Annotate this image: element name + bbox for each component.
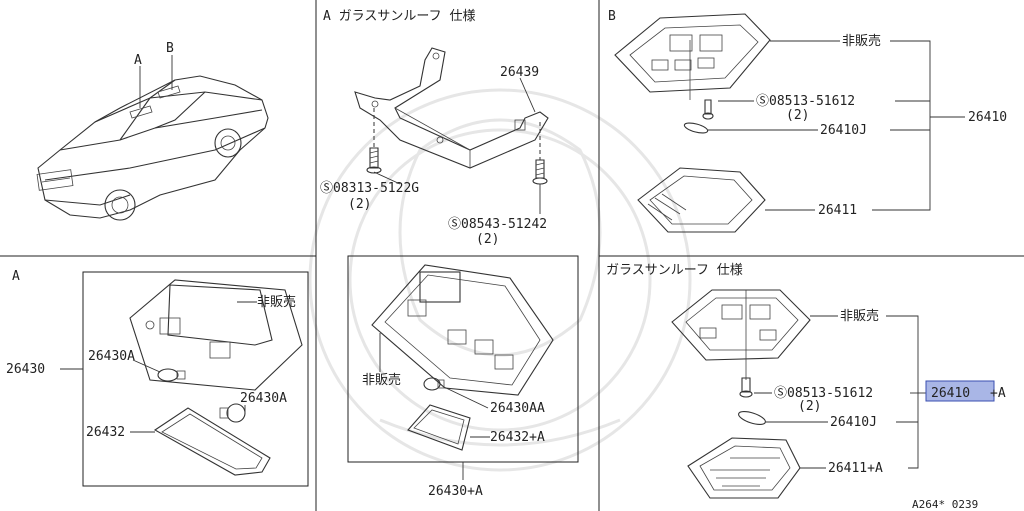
label-mark-b: B	[166, 41, 174, 56]
lens-26432	[153, 407, 271, 476]
assy-highlight[interactable]	[925, 380, 995, 402]
label-lens-26411a: 26411+A	[828, 461, 883, 476]
label-not-sold-b: 非販売	[842, 33, 881, 49]
lens-26432a	[407, 404, 471, 451]
assy-box-26430	[82, 271, 309, 487]
bulb-26410j-b	[683, 122, 709, 134]
screw-08513-sunroof	[739, 377, 753, 398]
label-screw-08513-b-qty: (2)	[786, 108, 809, 123]
label-lens-26432: 26432	[86, 425, 125, 440]
room-lamp-housing-a	[129, 279, 303, 391]
bolt-08313	[366, 147, 382, 174]
bulb-26430a-2	[219, 403, 246, 423]
label-screw-08513-sunroof-qty: (2)	[798, 399, 821, 414]
lens-26411	[637, 167, 766, 233]
bracket-26439	[354, 47, 549, 169]
bolt-08543	[532, 159, 548, 185]
label-screw-08513-b: Ⓢ08513-51612	[756, 94, 855, 109]
label-assy-26410: 26410	[968, 110, 1007, 125]
panel-title-a: A	[12, 269, 20, 284]
label-bulb-26410j-sunroof: 26410J	[830, 415, 877, 430]
footer-code: A264* 0239	[912, 498, 978, 511]
label-lens-26411: 26411	[818, 203, 857, 218]
screw-08513-b	[702, 99, 714, 120]
watermark-emblem	[308, 88, 692, 472]
label-not-sold-a: 非販売	[257, 294, 296, 310]
label-assy-26410-highlight[interactable]: 26410	[931, 386, 970, 401]
label-mark-a: A	[134, 53, 142, 68]
label-bolt-08543-qty: (2)	[476, 232, 499, 247]
label-bolt-08313-qty: (2)	[348, 197, 371, 212]
label-bolt-08313: Ⓢ08313-5122G	[320, 181, 419, 196]
label-screw-08513-sunroof: Ⓢ08513-51612	[774, 386, 873, 401]
map-lamp-housing-sunroof	[671, 289, 811, 380]
label-not-sold-sunroof-a: 非販売	[362, 372, 401, 388]
label-assy-26430a: 26430+A	[428, 484, 483, 499]
label-bulb-26430a-2: 26430A	[240, 391, 287, 406]
panel-title-b: B	[608, 9, 616, 24]
bulb-26430aa	[423, 377, 445, 391]
bulb-26410j-sunroof	[738, 411, 766, 425]
label-lens-26432a: 26432+A	[490, 430, 545, 445]
bulb-26430a-1	[157, 368, 186, 382]
label-bulb-26430a-1: 26430A	[88, 349, 135, 364]
map-lamp-housing-b	[614, 13, 771, 100]
car-illustration	[36, 55, 269, 221]
room-lamp-housing-sunroof	[371, 264, 554, 396]
label-bolt-08543: Ⓢ08543-51242	[448, 217, 547, 232]
label-bulb-26410j-b: 26410J	[820, 123, 867, 138]
label-26439: 26439	[500, 65, 539, 80]
label-assy-suffix: +A	[990, 386, 1006, 401]
label-bulb-26430aa: 26430AA	[490, 401, 545, 416]
label-not-sold-sunroof-b: 非販売	[840, 308, 879, 324]
panel-title-sunroof-b: ガラスサンルーフ 仕様	[606, 263, 743, 278]
label-assy-26430: 26430	[6, 362, 45, 377]
panel-title-sunroof-a: A ガラスサンルーフ 仕様	[323, 9, 475, 24]
lens-26411a	[687, 437, 801, 499]
